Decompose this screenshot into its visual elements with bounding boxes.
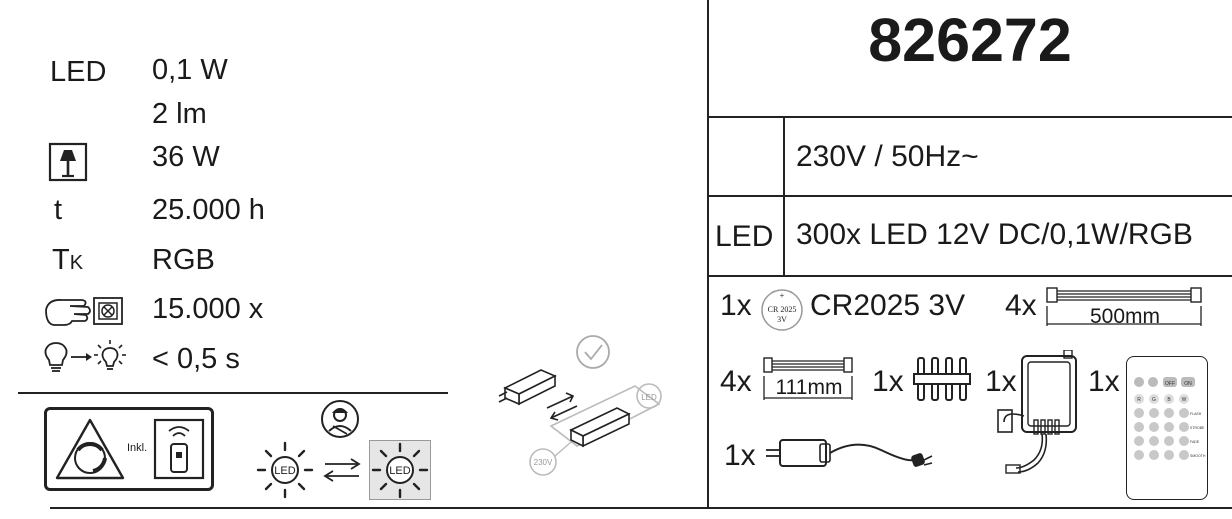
remote-control-icon: OFF ON R G B W FLASH STROBE FADE SMOOTH (1126, 356, 1208, 500)
led-bulb-left-text: LED (274, 465, 295, 477)
battery-icon: + CR 2025 3V (760, 288, 804, 332)
strip500-qty: 4x (1005, 289, 1037, 322)
led-bulb-icon-right: LED (369, 440, 431, 500)
remote-on-label: ON (1184, 381, 1192, 387)
lifetime-label: t (54, 194, 63, 226)
controller-qty: 1x (985, 365, 1017, 398)
led-row-label: LED (715, 220, 774, 253)
driver-replace-illustration: LED 230V (495, 330, 675, 480)
battery-icon-text-b: 3V (777, 315, 787, 324)
battery-plus: + (780, 291, 785, 300)
voltage-value: 230V / 50Hz~ (796, 140, 979, 173)
lifetime-value: 25.000 h (152, 194, 265, 226)
remote-b-label: B (1167, 397, 1171, 403)
remote-flash-label: FLASH (1190, 412, 1202, 416)
remote-smooth-label: SMOOTH (1190, 454, 1206, 458)
new-driver-icon (569, 407, 631, 448)
dimmer-remote-box: Inkl. (44, 407, 214, 491)
led-circle-icon (636, 383, 662, 409)
controller-box-icon (994, 350, 1084, 480)
remote-g-label: G (1152, 397, 1156, 403)
led-circle-text: LED (641, 393, 657, 402)
max-lamp-power-value: 36 W (152, 141, 220, 173)
led-bulb-right-text: LED (389, 465, 410, 477)
lamp-icon (48, 142, 88, 182)
battery-qty: 1x (720, 289, 752, 322)
led-row-value: 300x LED 12V DC/0,1W/RGB (796, 218, 1193, 251)
technician-icon (316, 399, 364, 441)
old-driver-icon (498, 369, 557, 406)
dimmer-triangle-icon (55, 418, 125, 480)
swap-arrows-icon (321, 456, 363, 484)
remote-box-icon (153, 418, 205, 480)
warmup-value: < 0,5 s (152, 343, 240, 375)
mains-230v-text: 230V (534, 458, 553, 467)
adapter-qty: 1x (724, 439, 756, 472)
connector-qty: 1x (872, 365, 904, 398)
strip111-qty: 4x (720, 365, 752, 398)
strip-500-icon (1045, 282, 1205, 326)
strip111-length: 111mm (775, 376, 843, 399)
led-power-value: 0,1 W (152, 54, 228, 86)
color-temp-label-k: K (69, 252, 84, 274)
power-adapter-icon (766, 432, 942, 480)
led-label: LED (50, 56, 107, 88)
inkl-label: Inkl. (127, 442, 148, 454)
color-temp-label-t: T (52, 244, 70, 276)
remote-strobe-label: STROBE (1190, 426, 1205, 430)
product-number: 826272 (868, 6, 1072, 74)
remote-fade-label: FADE (1190, 440, 1200, 444)
mains-230v-icon (529, 448, 557, 476)
switch-cycles-value: 15.000 x (152, 293, 264, 325)
color-temp-value: RGB (152, 244, 215, 276)
strip500-length: 500mm (1089, 305, 1161, 328)
battery-icon-text-a: CR 2025 (768, 305, 797, 314)
pin-connector-icon (912, 354, 972, 404)
remote-r-label: R (1137, 397, 1141, 403)
warmup-icon (42, 340, 134, 376)
switch-cycles-icon (44, 294, 126, 328)
remote-w-label: W (1182, 397, 1187, 403)
led-lumen-value: 2 lm (152, 98, 207, 130)
battery-label: CR2025 3V (810, 289, 966, 322)
check-circle-icon (576, 335, 610, 369)
strip-111-icon (762, 354, 856, 402)
color-temp-label: TK (52, 246, 83, 275)
led-bulb-icon-left: LED (254, 440, 316, 500)
remote-off-label: OFF (1165, 381, 1175, 387)
remote-qty: 1x (1088, 365, 1120, 398)
